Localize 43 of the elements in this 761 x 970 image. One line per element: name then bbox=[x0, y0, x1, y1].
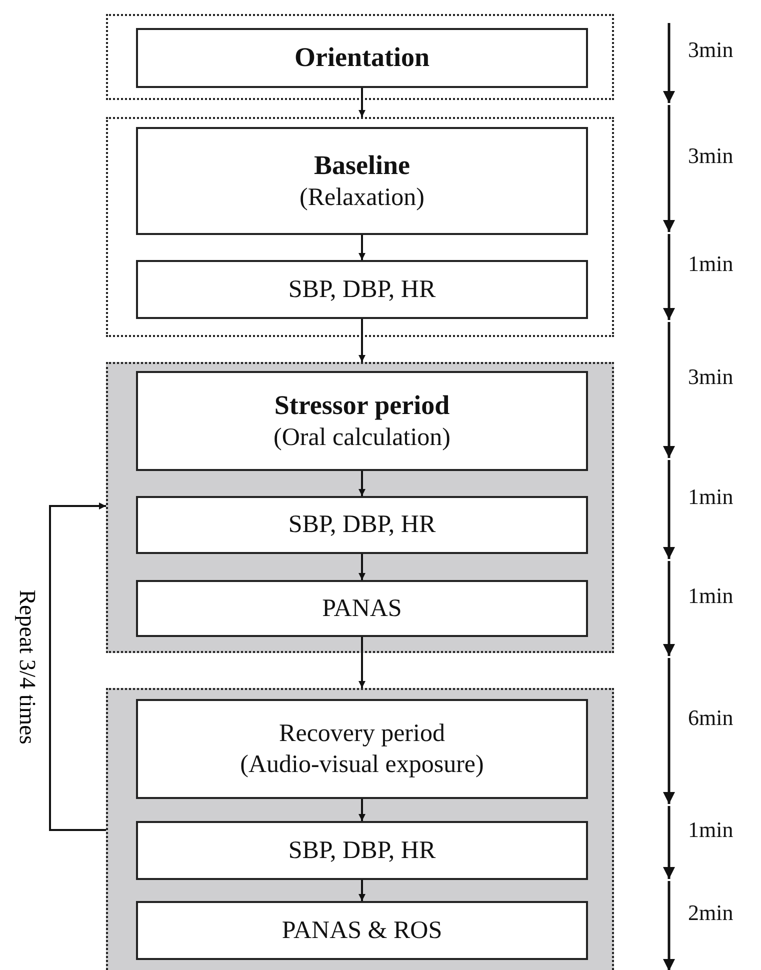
step-title: SBP, DBP, HR bbox=[288, 836, 436, 866]
arrow bbox=[358, 88, 366, 117]
step-box bbox=[136, 127, 588, 235]
arrow bbox=[358, 880, 366, 901]
phase-group-box bbox=[106, 117, 614, 337]
step-box bbox=[136, 260, 588, 319]
arrow bbox=[358, 637, 366, 688]
step-subtitle: (Oral calculation) bbox=[274, 423, 450, 454]
step-box bbox=[136, 371, 588, 471]
duration-label: 2min bbox=[688, 900, 734, 926]
step-title: SBP, DBP, HR bbox=[288, 274, 436, 305]
step-title: Orientation bbox=[294, 41, 430, 74]
arrow bbox=[358, 471, 366, 496]
arrow bbox=[358, 554, 366, 580]
phase-group-box bbox=[106, 688, 614, 970]
step-title: PANAS & ROS bbox=[282, 916, 442, 946]
step-box bbox=[136, 580, 588, 637]
step-title: Baseline bbox=[314, 148, 410, 182]
duration-label: 6min bbox=[688, 705, 734, 731]
step-subtitle: (Audio-visual exposure) bbox=[240, 750, 484, 780]
duration-label: 3min bbox=[688, 142, 734, 168]
step-title: Recovery period bbox=[279, 718, 445, 749]
duration-label: 3min bbox=[688, 364, 734, 390]
duration-label: 1min bbox=[688, 816, 734, 842]
duration-label: 3min bbox=[688, 37, 734, 63]
duration-label: 1min bbox=[688, 484, 734, 510]
step-title: SBP, DBP, HR bbox=[288, 510, 436, 540]
step-box bbox=[136, 496, 588, 554]
phase-group-box bbox=[106, 362, 614, 653]
arrow bbox=[358, 235, 366, 260]
step-title: PANAS bbox=[322, 594, 402, 624]
duration-label: 1min bbox=[688, 582, 734, 608]
arrow bbox=[358, 799, 366, 821]
step-title: Stressor period bbox=[274, 388, 450, 422]
arrow bbox=[49, 502, 106, 831]
arrow bbox=[358, 319, 366, 362]
step-box bbox=[136, 699, 588, 799]
step-box bbox=[136, 821, 588, 880]
step-subtitle: (Relaxation) bbox=[300, 183, 424, 214]
step-box bbox=[136, 901, 588, 960]
step-box bbox=[136, 28, 588, 88]
phase-group-box bbox=[106, 14, 614, 100]
duration-label: 1min bbox=[688, 251, 734, 277]
